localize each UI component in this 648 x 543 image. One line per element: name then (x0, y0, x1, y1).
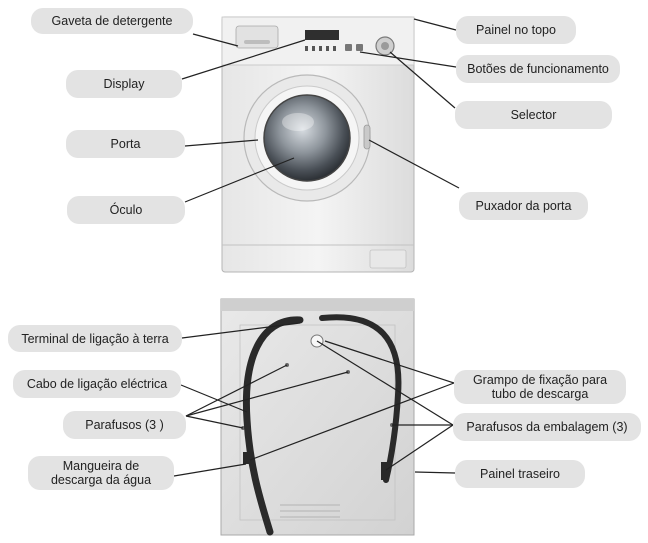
label-drain-hose-line2: descarga da água (50, 473, 152, 487)
label-screws: Parafusos (3 ) (63, 411, 186, 439)
label-top-panel: Painel no topo (456, 16, 576, 44)
display-panel (305, 30, 339, 40)
label-drain-hose: Mangueira de descarga da água (28, 456, 174, 490)
label-selector: Selector (455, 101, 612, 129)
drain-hose (242, 316, 304, 536)
function-buttons (305, 44, 363, 51)
front-washing-machine (221, 16, 415, 273)
label-drain-hose-line1: Mangueira de (62, 459, 140, 473)
label-door: Porta (66, 130, 185, 158)
label-packaging-screws: Parafusos da embalagem (3) (453, 413, 641, 441)
label-function-buttons: Botões de funcionamento (456, 55, 620, 83)
label-rear-panel: Painel traseiro (455, 460, 585, 488)
label-clamp-line1: Grampo de fixação para (472, 373, 608, 387)
door-handle (363, 124, 371, 150)
power-cable (319, 314, 402, 483)
detergent-drawer (235, 25, 279, 49)
label-clamp-line2: tubo de descarga (491, 387, 589, 401)
leader-lines (173, 18, 460, 477)
label-detergent-drawer: Gaveta de detergente (31, 8, 193, 34)
label-power-cable: Cabo de ligação eléctrica (13, 370, 181, 398)
label-display: Display (66, 70, 182, 98)
label-door-handle: Puxador da porta (459, 192, 588, 220)
label-porthole: Óculo (67, 196, 185, 224)
rear-washing-machine (220, 298, 415, 536)
porthole-glass (263, 94, 351, 182)
label-earth-terminal: Terminal de ligação à terra (8, 325, 182, 352)
label-clamp: Grampo de fixação para tubo de descarga (454, 370, 626, 404)
